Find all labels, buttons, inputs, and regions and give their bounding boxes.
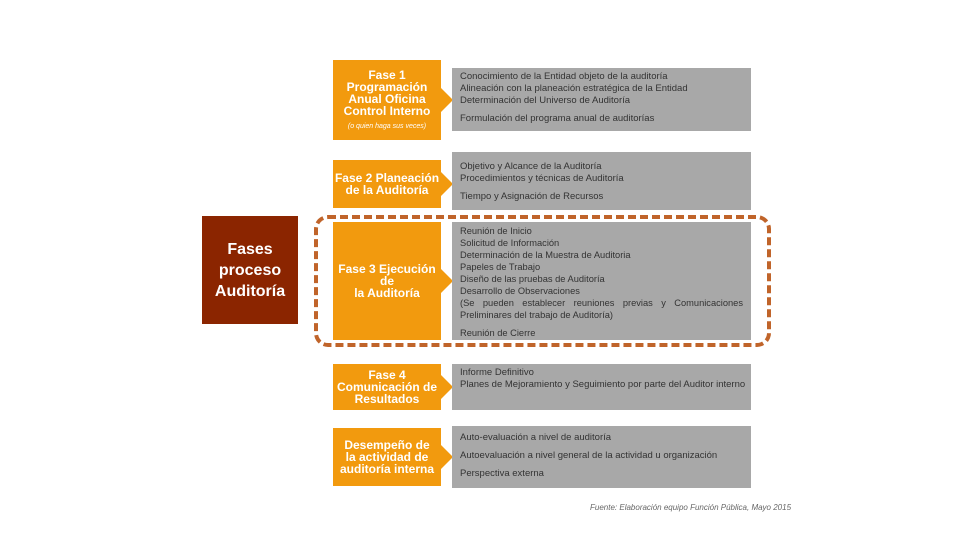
phase-1-subtitle: (o quien haga sus veces): [347, 122, 427, 130]
phase-3-item: Papeles de Trabajo: [460, 262, 541, 272]
phase-3-item: Reunión de Cierre: [460, 328, 536, 338]
phase-1-title: Fase 1 Programación Anual Oficina Contro…: [343, 67, 431, 118]
phase-2-item: Tiempo y Asignación de Recursos: [460, 191, 604, 202]
phase-1-item: Alineación con la planeación estratégica…: [460, 83, 688, 94]
phase-3-item: Desarrollo de Observaciones: [460, 286, 580, 296]
phase-5-item: Autoevaluación a nivel general de la act…: [460, 450, 718, 461]
phase-4-item: Informe Definitivo: [460, 367, 534, 378]
phase-2-box: Fase 2 Planeación de la Auditoría: [333, 160, 453, 208]
phase-1-item: Formulación del programa anual de audito…: [460, 113, 655, 124]
phase-5-item: Auto-evaluación a nivel de auditoría: [460, 432, 612, 443]
phase-3-item: Reunión de Inicio: [460, 226, 532, 236]
phase-3-item: Diseño de las pruebas de Auditoría: [460, 274, 605, 284]
source-note: Fuente: Elaboración equipo Función Públi…: [590, 503, 792, 512]
phase-1-details: Conocimiento de la Entidad objeto de la …: [452, 68, 751, 131]
phase-5-box: Desempeño de la actividad de auditoría i…: [333, 428, 453, 486]
phase-3-item: (Se pueden establecer reuniones previas …: [460, 298, 743, 320]
phase-5-details: Auto-evaluación a nivel de auditoría Aut…: [452, 426, 751, 488]
main-title-box: Fases proceso Auditoría: [202, 216, 298, 324]
phase-1-box: Fase 1 Programación Anual Oficina Contro…: [333, 60, 453, 140]
phase-4-item: Planes de Mejoramiento y Seguimiento por…: [460, 379, 746, 390]
phase-2-details: Objetivo y Alcance de la Auditoría Proce…: [452, 152, 751, 210]
phase-3-item: Solicitud de Información: [460, 238, 560, 248]
phase-4-details: Informe Definitivo Planes de Mejoramient…: [452, 364, 751, 410]
phase-3-box: Fase 3 Ejecución de la Auditoría: [333, 222, 453, 340]
phase-4-box: Fase 4 Comunicación de Resultados: [333, 364, 453, 410]
phase-5-item: Perspectiva externa: [460, 468, 544, 479]
phase-3-item: Determinación de la Muestra de Auditoria: [460, 250, 631, 260]
phase-3-title: Fase 3 Ejecución de la Auditoría: [338, 262, 436, 300]
phase-4-title: Fase 4 Comunicación de Resultados: [336, 368, 437, 406]
phase-1-item: Conocimiento de la Entidad objeto de la …: [460, 71, 668, 82]
phase-2-item: Procedimientos y técnicas de Auditoría: [460, 173, 624, 184]
phase-2-item: Objetivo y Alcance de la Auditoría: [460, 161, 602, 172]
phase-3-details: Reunión de Inicio Solicitud de Informaci…: [452, 222, 751, 340]
phase-1-item: Determinación del Universo de Auditoría: [460, 95, 631, 106]
phase-5-title: Desempeño de la actividad de auditoría i…: [339, 438, 434, 476]
phase-2-title: Fase 2 Planeación de la Auditoría: [334, 171, 440, 197]
